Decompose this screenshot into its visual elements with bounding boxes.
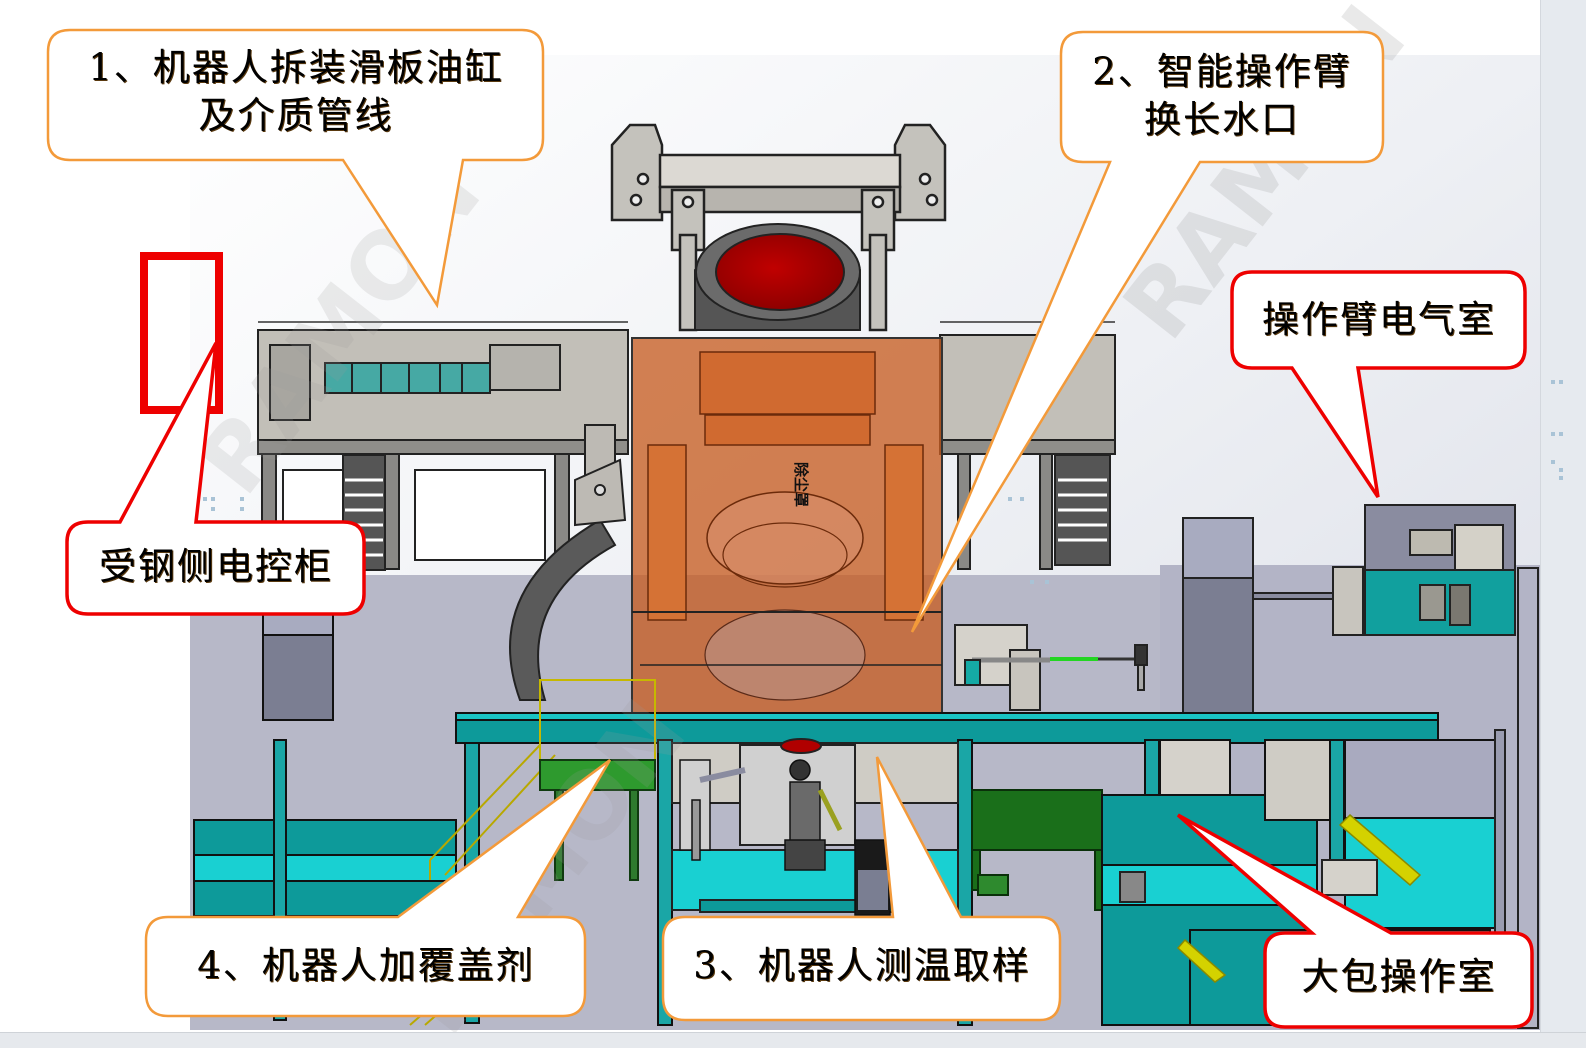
- temperature-sampling-robot: [784, 759, 843, 871]
- callout-3-label: 3、机器人测温取样: [693, 944, 1031, 987]
- dust-hood: [631, 337, 943, 717]
- ladle-crane-beam: [610, 123, 947, 332]
- manipulator-arm: [954, 624, 1148, 711]
- callout-4-text: 4、机器人加覆盖剂: [148, 942, 584, 990]
- callout-1-line1: 1、机器人拆装滑板油缸: [88, 46, 504, 89]
- right-side-panel: [1540, 0, 1586, 1047]
- callout-3-text: 3、机器人测温取样: [665, 942, 1059, 990]
- turret-bracket: [574, 424, 627, 527]
- callout-2-bubble: [910, 30, 1385, 633]
- callout-2-line2: 换长水口: [1144, 98, 1300, 142]
- callout-arm-electrical-room-bubble: [1230, 270, 1527, 498]
- callout-arm-electrical-room-text: 操作臂电气室: [1234, 296, 1524, 344]
- callout-2-line1: 2、智能操作臂: [1092, 50, 1352, 93]
- dust-hood-label: 除尘罩: [792, 462, 810, 507]
- callout-ladle-operation-room-bubble: [1176, 813, 1534, 1029]
- bottom-scroll-strip: [0, 1032, 1586, 1048]
- green-frame-right: [971, 789, 1104, 911]
- arm-electrical-room: [1252, 504, 1516, 636]
- callout-2-text: 2、智能操作臂 换长水口: [1062, 48, 1382, 144]
- left-stairs: [429, 744, 556, 880]
- callout-1-line2: 及介质管线: [198, 94, 394, 138]
- callout-ladle-operation-room-text: 大包操作室: [1267, 953, 1531, 1001]
- callout-1-bubble: [46, 28, 545, 309]
- callout-receiving-side-cabinet-bubble: [65, 342, 366, 616]
- ladle: [694, 223, 861, 331]
- callout-4-label: 4、机器人加覆盖剂: [197, 944, 535, 987]
- callout-arm-electrical-room-label: 操作臂电气室: [1262, 298, 1496, 341]
- callout-receiving-side-cabinet-text: 受钢侧电控柜: [69, 543, 363, 591]
- callout-1-text: 1、机器人拆装滑板油缸 及介质管线: [50, 44, 542, 140]
- turret-arc: [509, 518, 617, 701]
- callout-3-bubble: [661, 756, 1062, 1022]
- right-yellow-stairs: [1176, 813, 1422, 983]
- callout-ladle-operation-room-label: 大包操作室: [1301, 955, 1497, 998]
- main-teal-platform: [455, 712, 1439, 1026]
- gray-box-robot-area: [858, 870, 888, 910]
- callout-receiving-side-cabinet-label: 受钢侧电控柜: [99, 545, 333, 588]
- callout-4-bubble: [144, 758, 612, 1018]
- covering-agent-robot: [679, 759, 746, 861]
- tall-column: [1182, 517, 1254, 714]
- right-edge-frame: [1494, 567, 1539, 1029]
